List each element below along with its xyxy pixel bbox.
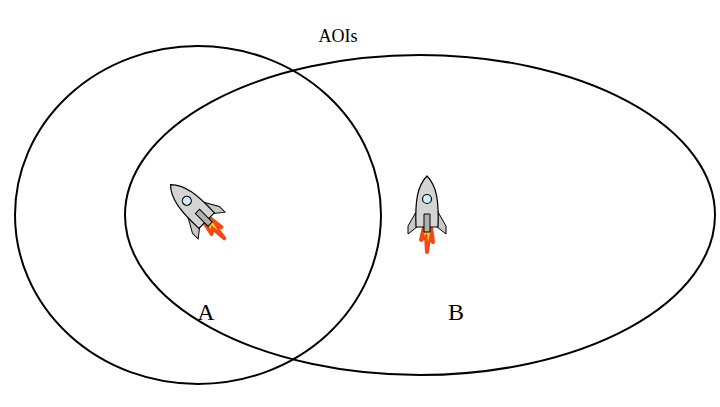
aoi-ellipse [125, 55, 715, 375]
aoi-circle [15, 46, 381, 384]
rocket-label: B [448, 300, 464, 324]
rocket-icon [408, 176, 446, 252]
title-label: AOIs [319, 27, 358, 45]
rocket-label: A [197, 300, 214, 324]
rocket-icon [157, 171, 238, 252]
